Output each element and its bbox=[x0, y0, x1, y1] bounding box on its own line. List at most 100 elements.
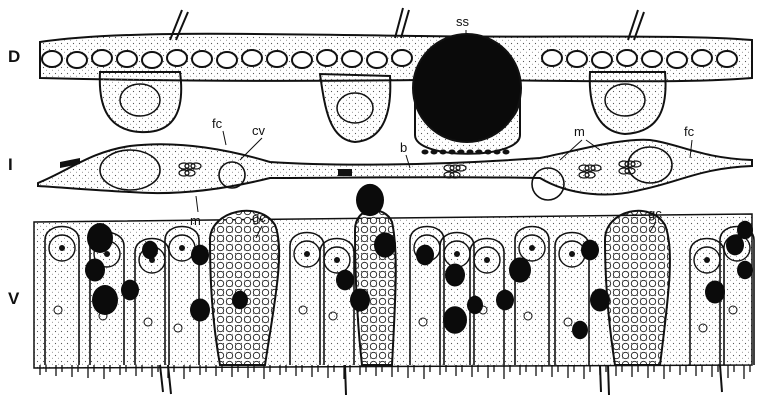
dark-granule bbox=[737, 261, 753, 279]
vacuole bbox=[242, 50, 262, 66]
dark-granule bbox=[87, 223, 113, 253]
dark-granule bbox=[496, 290, 514, 311]
nucleolus bbox=[304, 251, 310, 257]
nucleolus bbox=[569, 251, 575, 257]
vacuole bbox=[567, 51, 587, 67]
label-cv: cv bbox=[252, 123, 266, 138]
dark-granule bbox=[350, 289, 370, 312]
vacuole bbox=[667, 52, 687, 68]
label-ss: ss bbox=[456, 14, 470, 29]
vacuole bbox=[617, 50, 637, 66]
vacuole bbox=[67, 52, 87, 68]
vacuole bbox=[142, 52, 162, 68]
label-fc-left: fc bbox=[212, 116, 223, 131]
vacuole bbox=[192, 51, 212, 67]
basal-process bbox=[568, 365, 574, 378]
dark-granule bbox=[445, 264, 465, 287]
nucleolus bbox=[334, 257, 340, 263]
nucleolus bbox=[179, 245, 185, 251]
dark-granule bbox=[705, 281, 725, 304]
basal-process bbox=[696, 365, 702, 376]
cilium-root bbox=[600, 365, 601, 392]
basal-process bbox=[728, 365, 734, 378]
dorsal-cell-bulge bbox=[100, 72, 181, 132]
dark-granule bbox=[374, 232, 396, 257]
dark-granule bbox=[572, 321, 588, 339]
gland-cell bbox=[605, 211, 670, 365]
label-gc-left: gc bbox=[252, 210, 266, 225]
cilium-root bbox=[160, 365, 163, 392]
vacuole bbox=[267, 51, 287, 67]
vacuole bbox=[592, 52, 612, 68]
basal-process bbox=[648, 365, 654, 378]
vacuole bbox=[542, 50, 562, 66]
bead bbox=[485, 150, 492, 155]
nucleolus bbox=[529, 245, 535, 251]
dark-granule bbox=[737, 221, 753, 239]
dark-granule bbox=[356, 184, 384, 216]
cilia bbox=[628, 10, 644, 40]
label-gc-right: gc bbox=[648, 206, 662, 221]
dark-granule bbox=[416, 245, 434, 266]
layer-label-intermediate: I bbox=[8, 155, 13, 174]
label-m-right: m bbox=[574, 124, 585, 139]
bead bbox=[467, 150, 474, 155]
basal-process bbox=[552, 365, 558, 377]
basal-processes bbox=[40, 365, 750, 395]
dark-granule bbox=[509, 257, 531, 282]
basal-process bbox=[504, 365, 510, 379]
label-fc-right: fc bbox=[684, 124, 695, 139]
basal-process bbox=[584, 365, 590, 379]
vacuole bbox=[392, 50, 412, 66]
bead bbox=[494, 150, 501, 155]
vacuole bbox=[717, 51, 737, 67]
dark-granule bbox=[142, 241, 158, 259]
bead bbox=[503, 150, 510, 155]
label-m-left: m bbox=[190, 213, 201, 228]
vacuole bbox=[342, 51, 362, 67]
bead bbox=[458, 150, 465, 155]
bead bbox=[431, 150, 438, 155]
dark-granule bbox=[190, 299, 210, 322]
basal-process bbox=[744, 365, 750, 379]
vacuole bbox=[217, 52, 237, 68]
dark-granule bbox=[581, 240, 599, 261]
nucleolus bbox=[59, 245, 65, 251]
dorsal-cell-bulge bbox=[320, 74, 390, 142]
layer-label-dorsal: D bbox=[8, 47, 20, 66]
dark-granule bbox=[336, 270, 354, 291]
cilium-root bbox=[720, 365, 722, 392]
dark-granule bbox=[85, 259, 105, 282]
vacuole bbox=[692, 50, 712, 66]
ventral-layer bbox=[34, 184, 754, 395]
basal-process bbox=[712, 365, 718, 377]
basal-process bbox=[616, 365, 622, 376]
layer-label-ventral: V bbox=[8, 289, 20, 308]
junction bbox=[338, 169, 352, 176]
dark-granule bbox=[443, 306, 467, 334]
bead bbox=[449, 150, 456, 155]
cilium-root bbox=[345, 365, 346, 395]
bead bbox=[440, 150, 447, 155]
vacuole bbox=[367, 52, 387, 68]
nucleolus bbox=[704, 257, 710, 263]
dorsal-cell-bulge bbox=[590, 72, 666, 134]
cilia bbox=[395, 8, 409, 38]
basal-process bbox=[536, 365, 542, 376]
vacuole bbox=[117, 51, 137, 67]
bead bbox=[476, 150, 483, 155]
nucleolus bbox=[454, 251, 460, 257]
vacuole bbox=[642, 51, 662, 67]
dorsal-layer bbox=[40, 8, 752, 142]
dark-granule bbox=[191, 245, 209, 266]
gland-cell bbox=[210, 211, 279, 365]
vacuole bbox=[317, 50, 337, 66]
basal-process bbox=[488, 365, 494, 378]
cilium-root bbox=[608, 365, 609, 395]
intermediate-layer bbox=[38, 140, 752, 200]
vacuole bbox=[92, 50, 112, 66]
vacuole bbox=[292, 52, 312, 68]
nucleolus bbox=[104, 251, 110, 257]
vacuole bbox=[42, 51, 62, 67]
